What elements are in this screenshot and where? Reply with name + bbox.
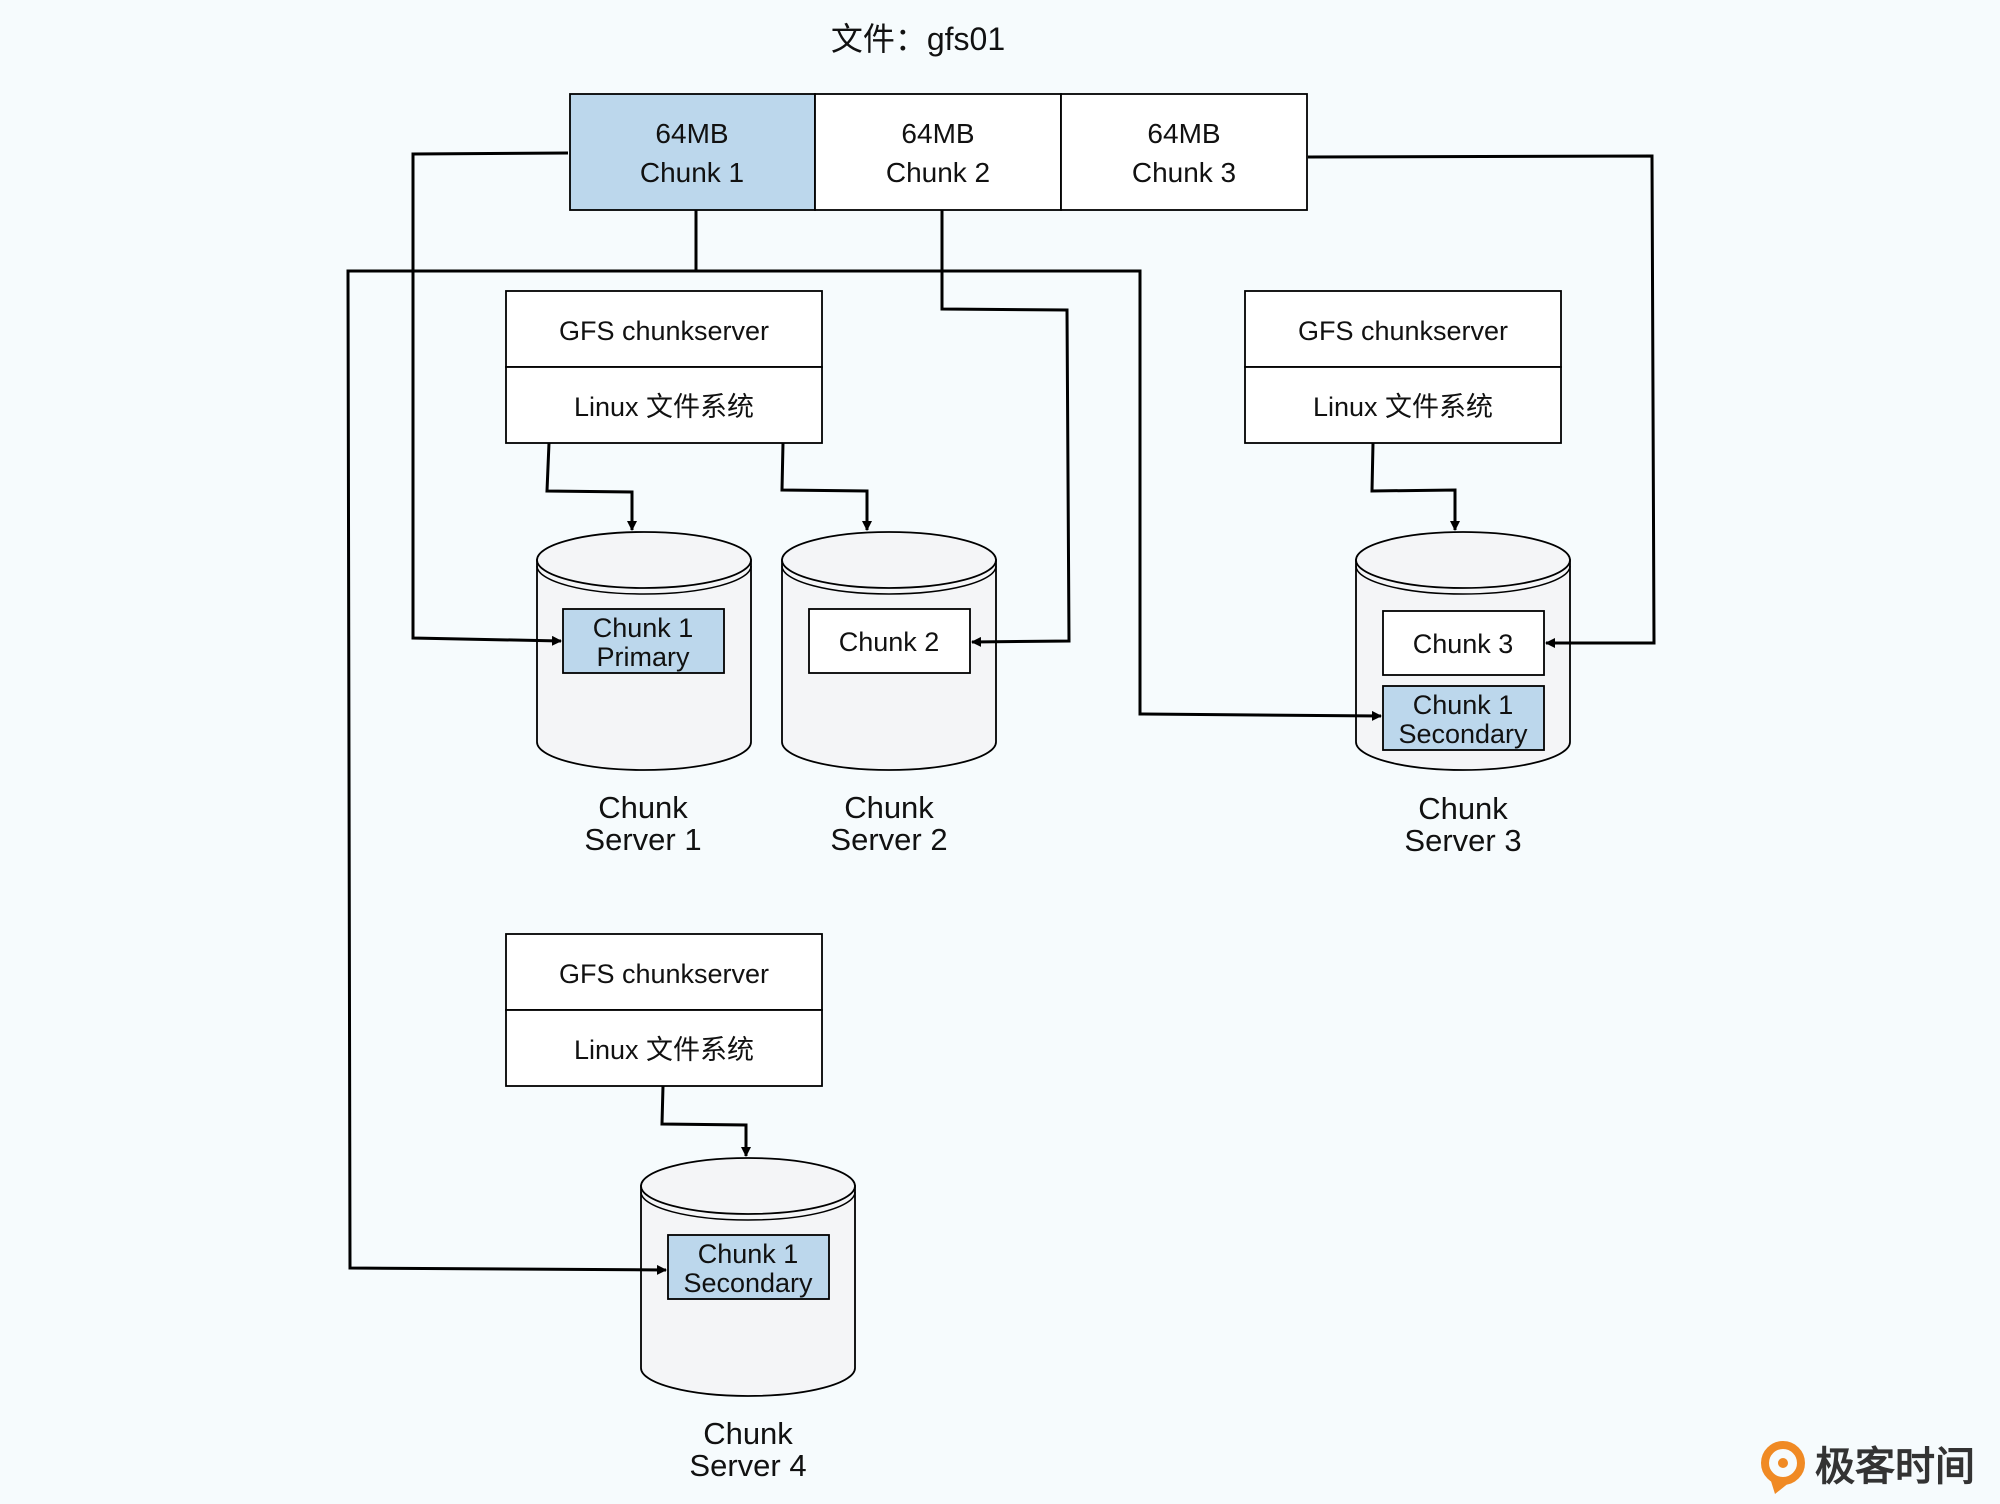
server-3-chunk-1-secondary: Chunk 1 Secondary [1382, 685, 1545, 751]
chunk-box [667, 1234, 830, 1300]
file-chunk-1-name: Chunk 1 [640, 157, 744, 188]
file-chunk-2-box [814, 93, 1062, 211]
file-chunk-2-name: Chunk 2 [886, 157, 990, 188]
server-3-chunk-3: Chunk 3 [1382, 610, 1545, 676]
file-chunk-3-box [1060, 93, 1308, 211]
server-1-label: Chunk Server 1 [584, 790, 701, 857]
server-label-line2: Server 3 [1404, 823, 1521, 858]
chunk-label-line2: Secondary [1398, 719, 1528, 749]
chunk-box [808, 608, 971, 674]
connector-stack4-to-disk4 [660, 1085, 751, 1157]
server-2-label: Chunk Server 2 [830, 790, 947, 857]
connector-stack3-to-disk3 [1370, 442, 1460, 531]
file-chunk-1-box [569, 93, 816, 211]
file-chunk-1-size: 64MB [655, 118, 728, 149]
brand-logo-icon [1761, 1441, 1805, 1494]
server-label-line1: Chunk [703, 1416, 793, 1451]
chunk-label-line1: Chunk 3 [1413, 629, 1514, 659]
stack-server-4: GFS chunkserver Linux 文件系统 [505, 933, 823, 1087]
disk-1-top [536, 531, 752, 589]
file-chunk-1: 64MB Chunk 1 [569, 93, 816, 211]
stack-server-3: GFS chunkserver Linux 文件系统 [1244, 290, 1562, 444]
file-chunk-2: 64MB Chunk 2 [814, 93, 1062, 211]
stack-1-bottom-box [505, 366, 823, 444]
connector-stack1-to-disk2 [780, 442, 872, 531]
chunk-box [1382, 685, 1545, 751]
chunk-box [562, 608, 725, 674]
chunk-label-line1: Chunk 1 [698, 1239, 799, 1269]
server-label-line1: Chunk [598, 790, 688, 825]
server-4-label: Chunk Server 4 [689, 1416, 806, 1483]
server-1-chunk-1-primary: Chunk 1 Primary [562, 608, 725, 674]
stack-4-top-label: GFS chunkserver [559, 959, 769, 989]
stack-4-bottom-box [505, 1009, 823, 1087]
server-3-label: Chunk Server 3 [1404, 791, 1521, 858]
stack-server-1-2: GFS chunkserver Linux 文件系统 [505, 290, 823, 444]
chunk-label-line1: Chunk 1 [593, 613, 694, 643]
server-label-line2: Server 2 [830, 822, 947, 857]
stack-1-top-box [505, 290, 823, 368]
chunk-label-line1: Chunk 2 [839, 627, 940, 657]
file-title: 文件：gfs01 [831, 21, 1005, 57]
server-label-line1: Chunk [1418, 791, 1508, 826]
connector-chunk3-to-server3 [1307, 154, 1656, 648]
server-4-chunk-1-secondary: Chunk 1 Secondary [667, 1234, 830, 1300]
connector-chunk1-to-server1 [411, 151, 569, 646]
file-chunk-row: 64MB Chunk 1 64MB Chunk 2 64MB Chunk 3 [569, 93, 1308, 211]
chunk-label-line1: Chunk 1 [1413, 690, 1514, 720]
server-label-line2: Server 4 [689, 1448, 806, 1483]
disk-3-top [1355, 531, 1571, 589]
stack-4-bottom-label: Linux 文件系统 [574, 1035, 754, 1065]
file-chunk-3-size: 64MB [1147, 118, 1220, 149]
brand-name: 极客时间 [1815, 1444, 1975, 1490]
chunk-box [1382, 610, 1545, 676]
file-chunk-3-name: Chunk 3 [1132, 157, 1236, 188]
chunk-label-line2: Secondary [683, 1268, 813, 1298]
stack-3-bottom-label: Linux 文件系统 [1313, 392, 1493, 422]
connector-chunk1-bus-right [696, 269, 1382, 721]
connectors [346, 151, 1656, 1275]
server-label-line2: Server 1 [584, 822, 701, 857]
disk-2-top [781, 531, 997, 589]
file-chunk-3: 64MB Chunk 3 [1060, 93, 1308, 211]
server-2-chunk-2: Chunk 2 [808, 608, 971, 674]
disk-4-top [640, 1157, 856, 1215]
stack-3-top-label: GFS chunkserver [1298, 316, 1508, 346]
connector-chunk1-bus-left [346, 210, 698, 1275]
stack-3-bottom-box [1244, 366, 1562, 444]
connector-chunk2-to-server2 [940, 210, 1071, 647]
stack-1-bottom-label: Linux 文件系统 [574, 392, 754, 422]
brand-logo: 极客时间 [1761, 1441, 1975, 1494]
stack-3-top-box [1244, 290, 1562, 368]
file-chunk-2-size: 64MB [901, 118, 974, 149]
chunk-label-line2: Primary [597, 642, 690, 672]
stack-1-top-label: GFS chunkserver [559, 316, 769, 346]
server-label-line1: Chunk [844, 790, 934, 825]
connector-stack1-to-disk1 [545, 442, 637, 531]
